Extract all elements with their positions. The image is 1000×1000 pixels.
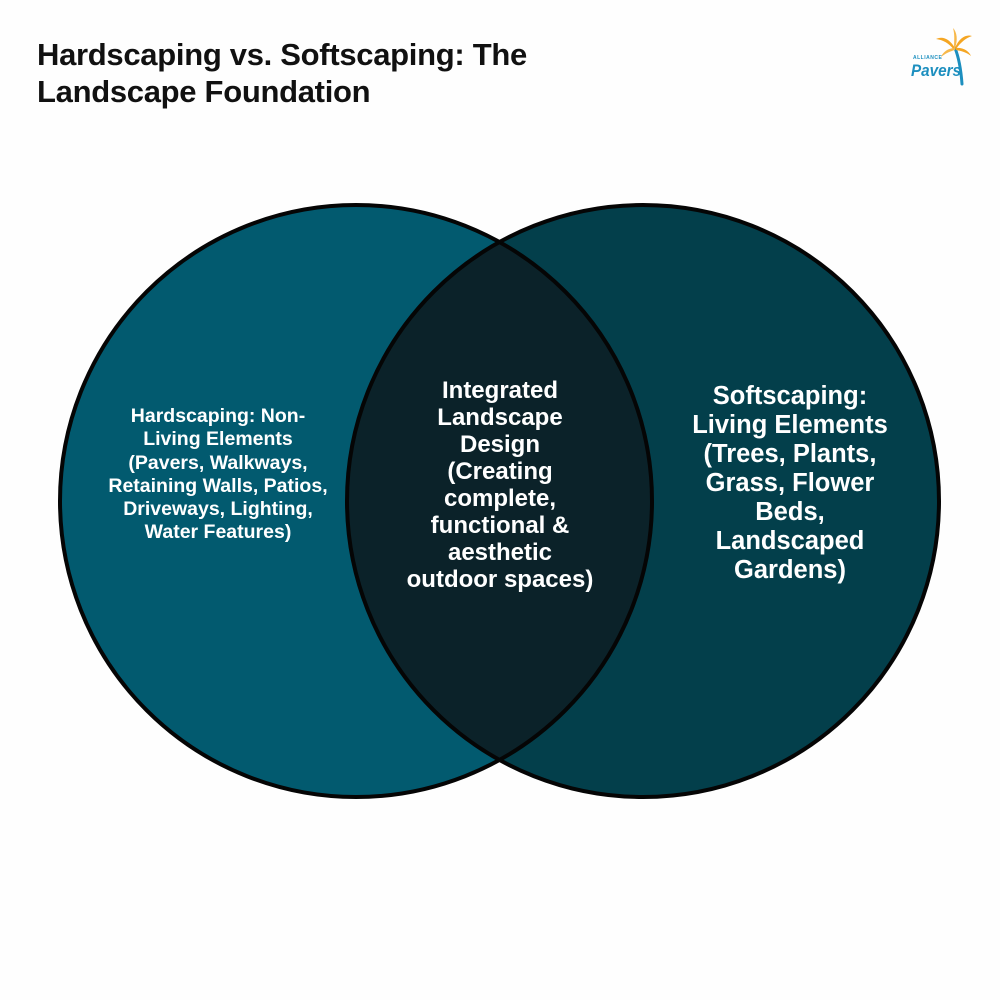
hardscaping-label: Hardscaping: Non-Living Elements (Pavers… <box>108 405 328 544</box>
softscaping-label: Softscaping: Living Elements (Trees, Pla… <box>692 382 888 584</box>
overlap-region <box>347 205 652 797</box>
softscaping-circle-outline <box>345 203 941 799</box>
logo-brand-name: Pavers <box>911 61 961 80</box>
logo-tagline: ALLIANCE <box>913 55 942 61</box>
palm-tree-icon <box>936 28 972 86</box>
overlap-label: Integrated Landscape Design (Creating co… <box>406 377 594 593</box>
page-title: Hardscaping vs. Softscaping: The Landsca… <box>37 37 527 109</box>
hardscaping-circle-outline <box>58 203 654 799</box>
brand-logo: ALLIANCE Pavers <box>911 28 972 86</box>
